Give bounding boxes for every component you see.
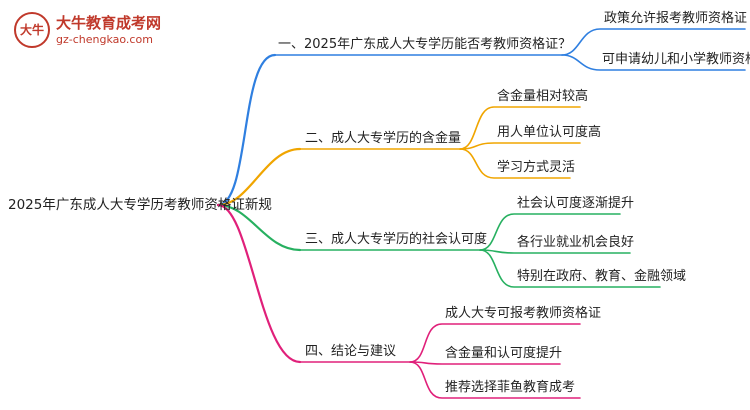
- site-logo[interactable]: 大牛 大牛教育成考网 gz-chengkao.com: [14, 10, 184, 52]
- branch-3-node: 三、成人大专学历的社会认可度: [305, 232, 488, 247]
- edge-branch-3-leaf-3: [479, 249, 661, 288]
- edge-branch-4-leaf-2: [409, 361, 561, 365]
- edge-branch-4-leaf-3: [409, 361, 581, 399]
- branch-2-node: 二、成人大专学历的含金量: [305, 131, 462, 146]
- edge-branch-4-leaf-1: [409, 323, 581, 363]
- branch-2-leaf-3: 学习方式灵活: [497, 160, 576, 175]
- branch-4-leaf-2: 含金量和认可度提升: [445, 346, 563, 361]
- branch-3-leaf-3: 特别在政府、教育、金融领域: [517, 269, 687, 284]
- edge-branch-3-leaf-2: [479, 249, 631, 254]
- edge-branch-3-leaf-1: [479, 213, 621, 251]
- branch-1-leaf-1: 政策允许报考教师资格证: [604, 11, 748, 26]
- branch-3-leaf-1: 社会认可度逐渐提升: [517, 196, 635, 211]
- edge-branch-2-leaf-1: [459, 106, 581, 150]
- branch-3-leaf-2: 各行业就业机会良好: [517, 235, 635, 250]
- branch-2-leaf-1: 含金量相对较高: [497, 89, 589, 104]
- edge-branch-1-leaf-1: [561, 28, 746, 56]
- branch-2-leaf-2: 用人单位认可度高: [497, 125, 602, 140]
- edge-branch-2-leaf-3: [459, 148, 571, 179]
- branch-1-node: 一、2025年广东成人大专学历能否考教师资格证？: [278, 37, 572, 52]
- logo-badge-text: 大牛: [19, 23, 44, 37]
- edge-root-branch-2: [216, 147, 302, 207]
- edge-root-branch-3: [216, 203, 302, 252]
- branch-1-leaf-2: 可申请幼儿和小学教师资格证: [602, 52, 750, 67]
- branch-4-leaf-1: 成人大专可报考教师资格证: [445, 306, 602, 321]
- root-node: 2025年广东成人大专学历考教师资格证新规: [8, 197, 272, 213]
- branch-4-node: 四、结论与建议: [305, 344, 397, 359]
- logo-badge-icon: 大牛: [14, 12, 50, 48]
- edge-root-branch-1: [216, 53, 277, 207]
- branch-4-leaf-3: 推荐选择菲鱼教育成考: [445, 380, 576, 395]
- edge-branch-1-leaf-2: [561, 54, 746, 71]
- edge-branch-2-leaf-2: [459, 142, 581, 150]
- logo-url: gz-chengkao.com: [56, 33, 153, 46]
- edge-root-branch-4: [216, 203, 302, 364]
- logo-title: 大牛教育成考网: [56, 14, 162, 32]
